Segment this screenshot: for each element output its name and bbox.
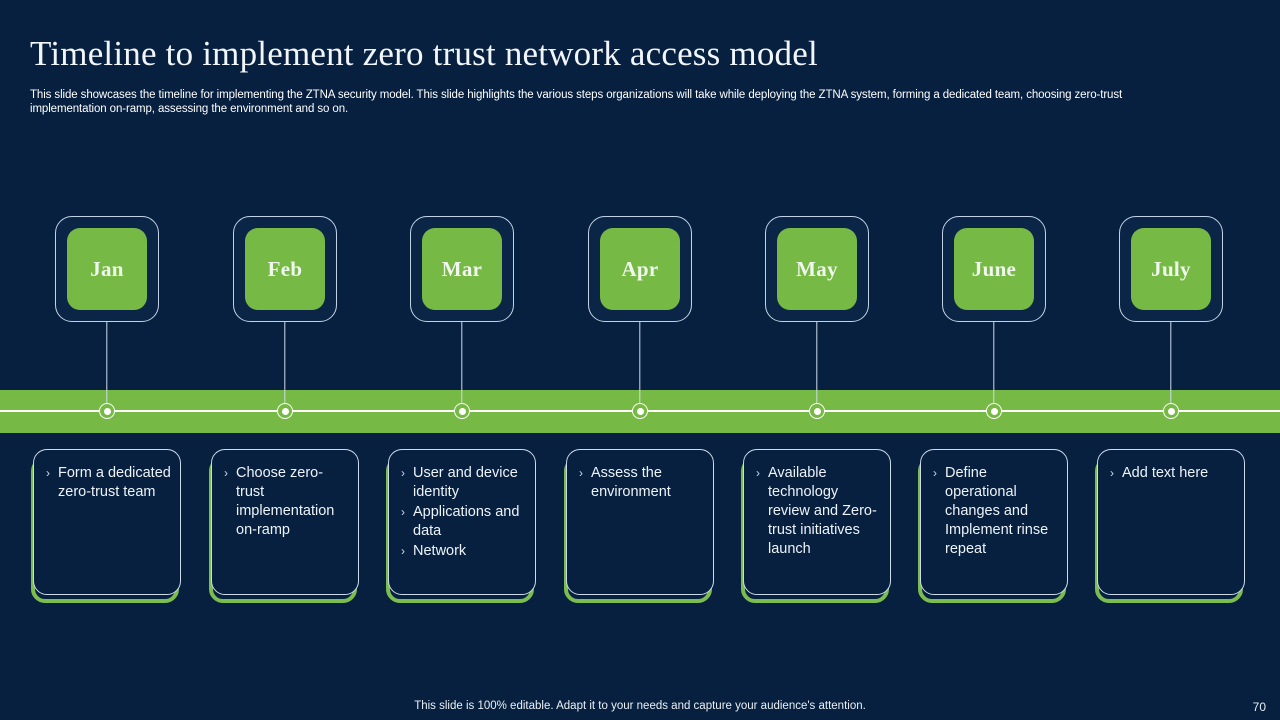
month-chip-mar[interactable]: Mar <box>410 216 514 322</box>
chevron-right-icon: › <box>579 466 583 480</box>
bullet-list: › User and device identity › Applications a… <box>397 464 527 561</box>
list-item: › User and device identity <box>397 464 527 502</box>
bullet-list: › Define operational changes and Implemen… <box>929 464 1059 559</box>
bullet-text: Assess the environment <box>591 465 671 500</box>
timeline-milestone-apr: Apr › Assess the environment <box>552 0 728 720</box>
bullet-list: › Form a dedicated zero-trust team <box>42 464 172 502</box>
connector-line <box>816 322 818 412</box>
list-item: › Assess the environment <box>575 464 705 502</box>
milestone-card[interactable]: › User and device identity › Applications a… <box>386 449 536 603</box>
timeline-milestone-mar: Mar › User and device identity › Application… <box>374 0 550 720</box>
bullet-list: › Assess the environment <box>575 464 705 502</box>
chevron-right-icon: › <box>401 505 405 519</box>
connector-line <box>993 322 995 412</box>
card-body: › Choose zero-trust implementation on-ram… <box>211 449 359 595</box>
card-body: › Add text here <box>1097 449 1245 595</box>
list-item: › Choose zero-trust implementation on-ram… <box>220 464 350 540</box>
slide-description: This slide showcases the timeline for im… <box>30 89 1123 115</box>
timeline-node-marker <box>277 403 293 419</box>
timeline-milestone-may: May › Available technology review and Zero… <box>729 0 905 720</box>
card-body: › Available technology review and Zero-tr… <box>743 449 891 595</box>
milestone-card[interactable]: › Add text here <box>1095 449 1245 603</box>
card-body: › Assess the environment <box>566 449 714 595</box>
timeline-node-marker <box>99 403 115 419</box>
chevron-right-icon: › <box>224 466 228 480</box>
connector-line <box>461 322 463 412</box>
timeline-node-marker <box>809 403 825 419</box>
bullet-text: Form a dedicated zero-trust team <box>58 465 171 500</box>
connector-line <box>1170 322 1172 412</box>
page-title: Timeline to implement zero trust network… <box>30 34 818 73</box>
timeline-node-marker <box>632 403 648 419</box>
chevron-right-icon: › <box>1110 466 1114 480</box>
timeline-node-marker <box>1163 403 1179 419</box>
month-chip-may[interactable]: May <box>765 216 869 322</box>
page-number: 70 <box>1252 700 1266 714</box>
month-chip-june[interactable]: June <box>942 216 1046 322</box>
card-body: › Form a dedicated zero-trust team <box>33 449 181 595</box>
milestone-card[interactable]: › Form a dedicated zero-trust team <box>31 449 181 603</box>
month-label: July <box>1131 228 1211 310</box>
card-body: › User and device identity › Applications a… <box>388 449 536 595</box>
list-item: › Define operational changes and Implemen… <box>929 464 1059 559</box>
bullet-list: › Choose zero-trust implementation on-ram… <box>220 464 350 540</box>
bullet-text: Add text here <box>1122 465 1209 481</box>
month-chip-apr[interactable]: Apr <box>588 216 692 322</box>
connector-line <box>639 322 641 412</box>
chevron-right-icon: › <box>401 466 405 480</box>
chevron-right-icon: › <box>46 466 50 480</box>
bullet-text: Available technology review and Zero-tru… <box>768 465 877 557</box>
milestone-card[interactable]: › Define operational changes and Implemen… <box>918 449 1068 603</box>
footer-note: This slide is 100% editable. Adapt it to… <box>414 700 866 712</box>
timeline-node-marker <box>986 403 1002 419</box>
month-label: Mar <box>422 228 502 310</box>
bullet-text: Network <box>413 543 467 559</box>
chevron-right-icon: › <box>401 544 405 558</box>
month-chip-jan[interactable]: Jan <box>55 216 159 322</box>
month-label: Jan <box>67 228 147 310</box>
list-item: › Add text here <box>1106 464 1236 483</box>
list-item: › Form a dedicated zero-trust team <box>42 464 172 502</box>
timeline-milestone-feb: Feb › Choose zero-trust implementation on-… <box>197 0 373 720</box>
milestone-card[interactable]: › Available technology review and Zero-tr… <box>741 449 891 603</box>
bullet-text: Applications and data <box>413 504 520 539</box>
connector-line <box>284 322 286 412</box>
list-item: › Network <box>397 542 527 561</box>
bullet-text: Choose zero-trust implementation on-ramp <box>236 465 335 538</box>
card-body: › Define operational changes and Implemen… <box>920 449 1068 595</box>
milestone-card[interactable]: › Choose zero-trust implementation on-ram… <box>209 449 359 603</box>
chevron-right-icon: › <box>933 466 937 480</box>
timeline-node-marker <box>454 403 470 419</box>
timeline-milestone-jan: Jan › Form a dedicated zero-trust team <box>19 0 195 720</box>
bullet-text: Define operational changes and Implement… <box>945 465 1049 557</box>
month-chip-july[interactable]: July <box>1119 216 1223 322</box>
month-label: June <box>954 228 1034 310</box>
bullet-text: User and device identity <box>413 465 518 500</box>
month-label: Feb <box>245 228 325 310</box>
month-label: Apr <box>600 228 680 310</box>
bullet-list: › Add text here <box>1106 464 1236 483</box>
connector-line <box>106 322 108 412</box>
milestone-card[interactable]: › Assess the environment <box>564 449 714 603</box>
month-label: May <box>777 228 857 310</box>
bullet-list: › Available technology review and Zero-tr… <box>752 464 882 559</box>
list-item: › Available technology review and Zero-tr… <box>752 464 882 559</box>
list-item: › Applications and data <box>397 503 527 541</box>
month-chip-feb[interactable]: Feb <box>233 216 337 322</box>
timeline-milestone-july: July › Add text here <box>1083 0 1259 720</box>
chevron-right-icon: › <box>756 466 760 480</box>
timeline-milestone-june: June › Define operational changes and Impl… <box>906 0 1082 720</box>
